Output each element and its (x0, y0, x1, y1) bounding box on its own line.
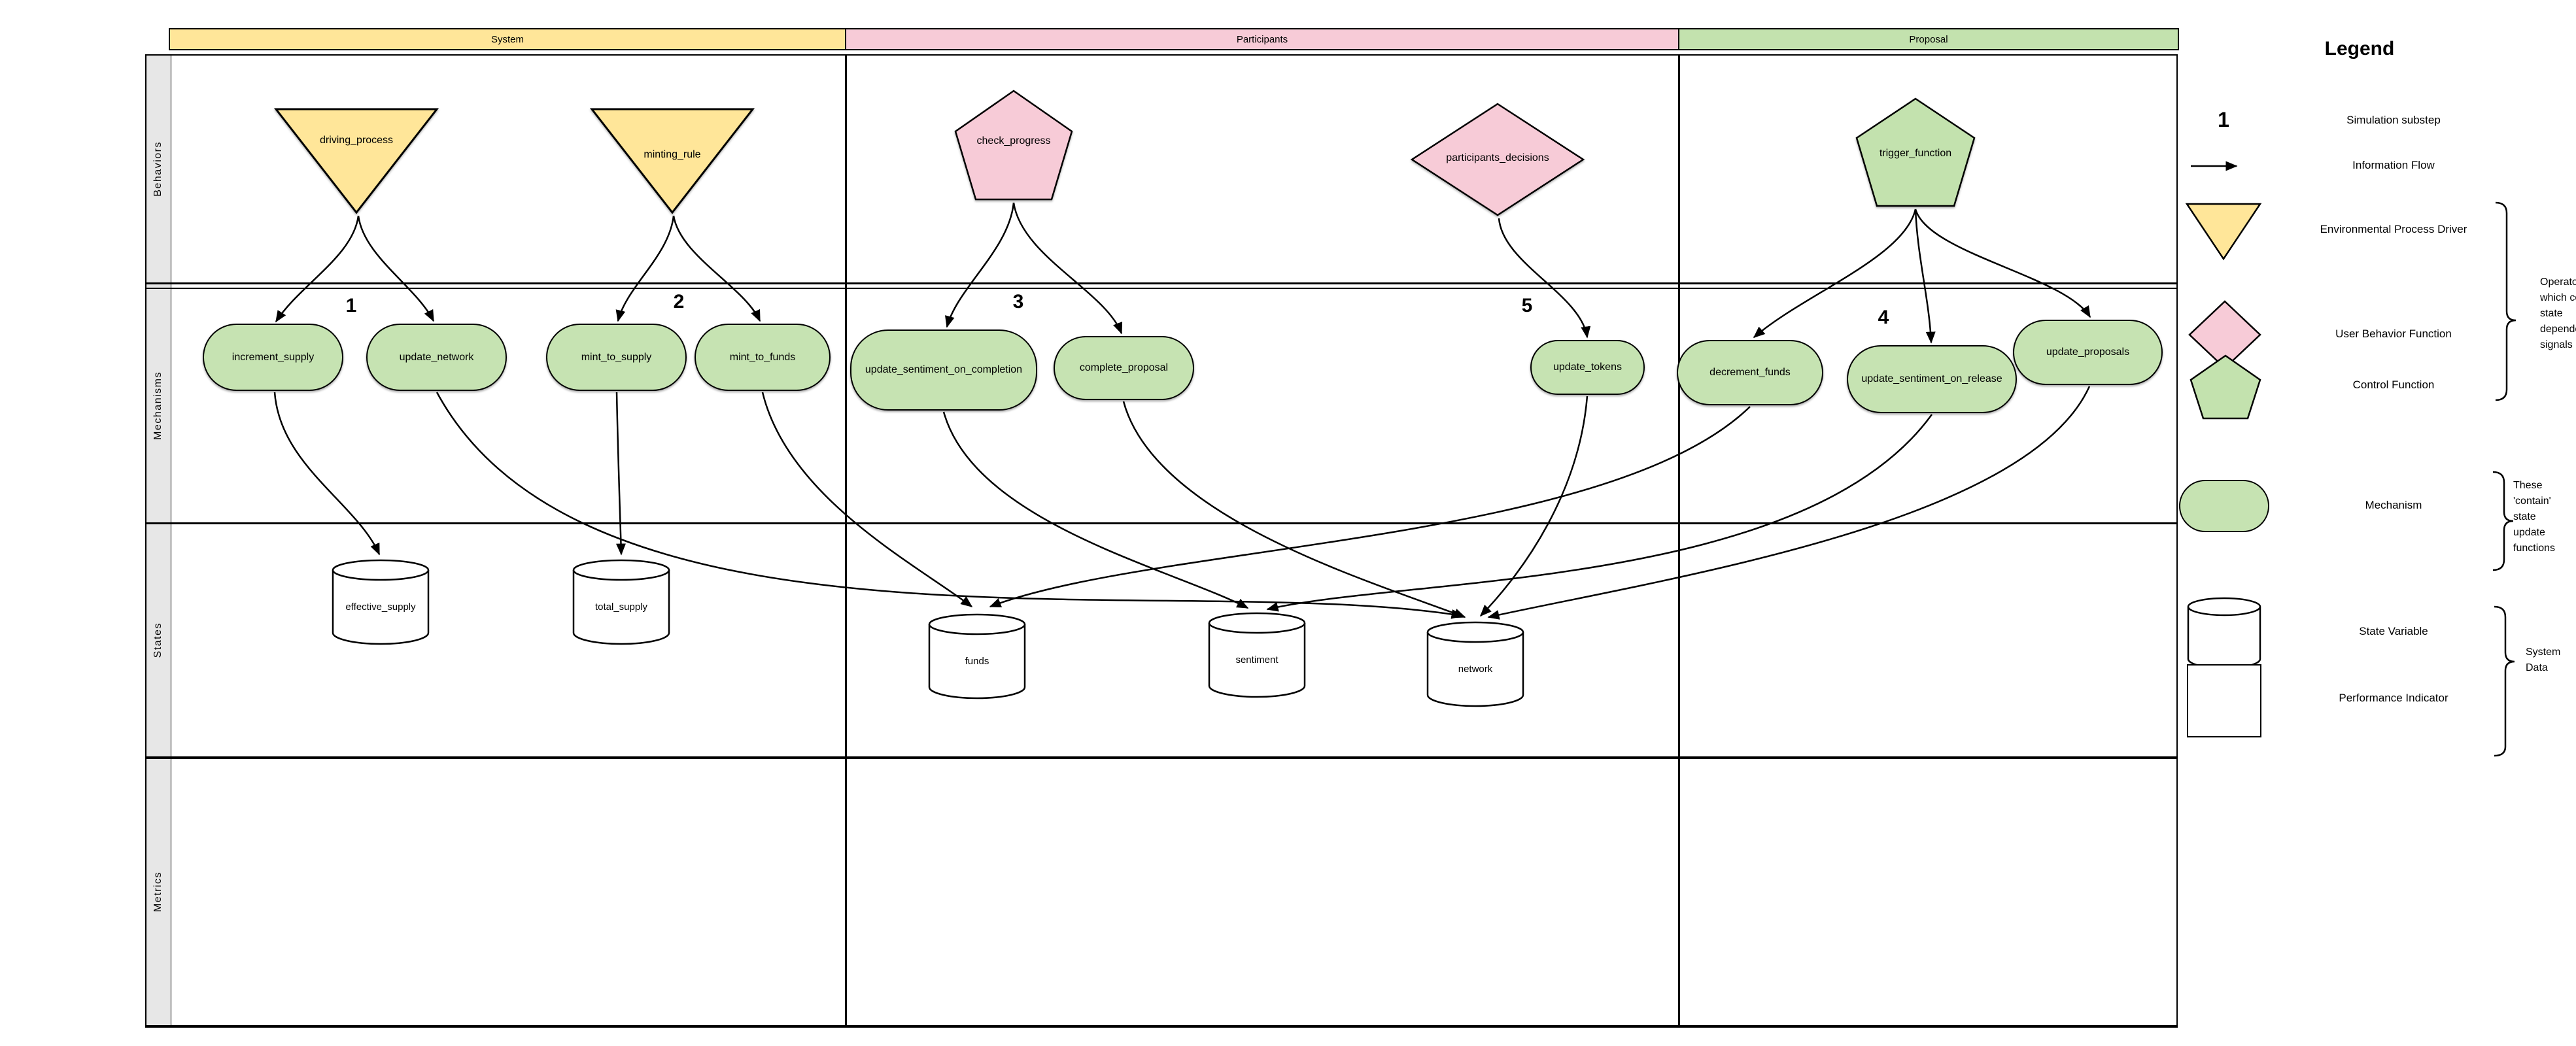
arrow-update_sentiment_on_completion-to-sentiment (942, 411, 1249, 609)
mechanism-complete_proposal: complete_proposal (1054, 336, 1194, 400)
arrow-trigger_function-to-update_sentiment_on_release (1914, 209, 1936, 344)
mechanism-increment_supply: increment_supply (203, 324, 343, 391)
row-label-strip (145, 54, 171, 1028)
column-divider-system-participants (845, 54, 847, 1028)
mechanism-decrement_funds: decrement_funds (1677, 340, 1823, 405)
legend-brace-mechanism (2492, 471, 2514, 571)
mechanism-update_proposals: update_proposals (2013, 320, 2163, 385)
legend-brace-system-data (2494, 605, 2515, 757)
substep-2: 2 (673, 291, 685, 312)
state-label-network: network (1458, 664, 1493, 675)
row-divider-states-metrics (145, 756, 2178, 759)
column-header-participants-label: Participants (1236, 33, 1288, 45)
state-label-sentiment: sentiment (1235, 654, 1279, 666)
state-label-funds: funds (965, 656, 989, 667)
arrow-driving_process-to-update_network (357, 215, 435, 322)
row-divider-mechanisms-states (145, 522, 2178, 524)
arrow-complete_proposal-to-network (1122, 401, 1466, 618)
arrow-mint_to_supply-to-total_supply (615, 392, 626, 556)
legend-label-simulation-substep: Simulation substep (2346, 114, 2441, 126)
row-divider-behaviors-mechanisms-inner (145, 288, 2178, 289)
legend-pentagon-icon (2190, 354, 2261, 420)
column-divider-participants-proposal (1678, 54, 1680, 1028)
legend-mechanism-icon (2179, 480, 2269, 532)
legend-brace-operators (2495, 201, 2516, 401)
column-header-system: System (169, 28, 846, 50)
node-label-minting_rule: minting_rule (644, 149, 701, 160)
arrow-check_progress-to-update_sentiment_on_completion (945, 202, 1015, 328)
arrow-update_proposals-to-network (1487, 386, 2091, 620)
column-header-system-label: System (490, 33, 524, 45)
legend-substep-number: 1 (2218, 108, 2229, 131)
substep-5: 5 (1521, 295, 1533, 316)
legend-triangle-icon (2185, 203, 2262, 261)
arrow-check_progress-to-complete_proposal (1012, 202, 1123, 335)
arrow-decrement_funds-to-funds (989, 406, 1751, 608)
mechanism-mint_to_supply: mint_to_supply (546, 324, 687, 391)
arrow-update_sentiment_on_release-to-sentiment (1266, 414, 1933, 612)
annotation-operators: Operators which compute state dependent … (2540, 277, 2576, 350)
legend-label-state-variable: State Variable (2359, 625, 2428, 637)
control-pentagon-trigger_function (1855, 97, 1976, 207)
substep-4: 4 (1878, 307, 1889, 328)
state-label-effective_supply: effective_supply (345, 601, 416, 613)
env-driver-triangle-driving_process (273, 108, 439, 214)
node-label-trigger_function: trigger_function (1879, 148, 1952, 159)
arrow-trigger_function-to-update_proposals (1914, 209, 2091, 318)
arrow-increment_supply-to-effective_supply (273, 392, 381, 556)
mechanism-update_sentiment_on_release: update_sentiment_on_release (1847, 345, 2017, 413)
node-label-participants_decisions: participants_decisions (1446, 152, 1549, 163)
mechanism-update_tokens: update_tokens (1530, 340, 1645, 395)
mechanism-update_sentiment_on_completion: update_sentiment_on_completion (850, 329, 1037, 411)
node-label-driving_process: driving_process (319, 135, 394, 146)
legend-label-control-function: Control Function (2352, 379, 2435, 391)
user-behavior-diamond-participants_decisions (1410, 103, 1585, 216)
mechanism-mint_to_funds: mint_to_funds (695, 324, 831, 391)
arrow-participants_decisions-to-update_tokens (1498, 218, 1591, 339)
arrow-trigger_function-to-decrement_funds (1753, 209, 1917, 338)
column-header-participants: Participants (845, 28, 1679, 50)
control-pentagon-check_progress (954, 90, 1073, 201)
node-label-check_progress: check_progress (976, 135, 1051, 146)
arrow-update_network-to-network (436, 392, 1464, 619)
state-label-total_supply: total_supply (594, 601, 648, 613)
substep-3: 3 (1012, 291, 1024, 312)
legend-label-information-flow: Information Flow (2352, 159, 2435, 171)
legend-title: Legend (2324, 38, 2395, 59)
legend-label-performance-indicator: Performance Indicator (2339, 692, 2448, 704)
legend-label-mechanism: Mechanism (2365, 499, 2422, 511)
arrow-minting_rule-to-mint_to_supply (615, 215, 675, 322)
annotation-state-update-functions: These 'contain' state update functions (2513, 480, 2556, 554)
state-cylinder-total_supply (572, 559, 670, 645)
arrow-update_tokens-to-network (1479, 396, 1589, 617)
legend-square-icon (2187, 664, 2261, 737)
annotation-system-data: System Data (2526, 647, 2561, 673)
column-header-proposal: Proposal (1678, 28, 2179, 50)
state-cylinder-effective_supply (332, 559, 430, 645)
mechanism-update_network: update_network (366, 324, 507, 391)
column-header-proposal-label: Proposal (1909, 33, 1948, 45)
state-cylinder-sentiment (1208, 612, 1306, 698)
grid-outline (145, 54, 2178, 1028)
substep-1: 1 (345, 295, 357, 316)
legend-label-environmental-process-driver: Environmental Process Driver (2320, 223, 2467, 235)
arrow-mint_to_funds-to-funds (761, 392, 973, 607)
arrow-driving_process-to-increment_supply (275, 215, 360, 323)
legend-label-user-behavior-function: User Behavior Function (2335, 328, 2452, 340)
arrow-minting_rule-to-mint_to_funds (672, 215, 761, 322)
row-divider-behaviors-mechanisms (145, 282, 2178, 284)
state-cylinder-network (1426, 621, 1524, 707)
env-driver-triangle-minting_rule (589, 108, 755, 214)
legend-cylinder-icon (2187, 597, 2261, 669)
state-cylinder-funds (928, 613, 1026, 700)
